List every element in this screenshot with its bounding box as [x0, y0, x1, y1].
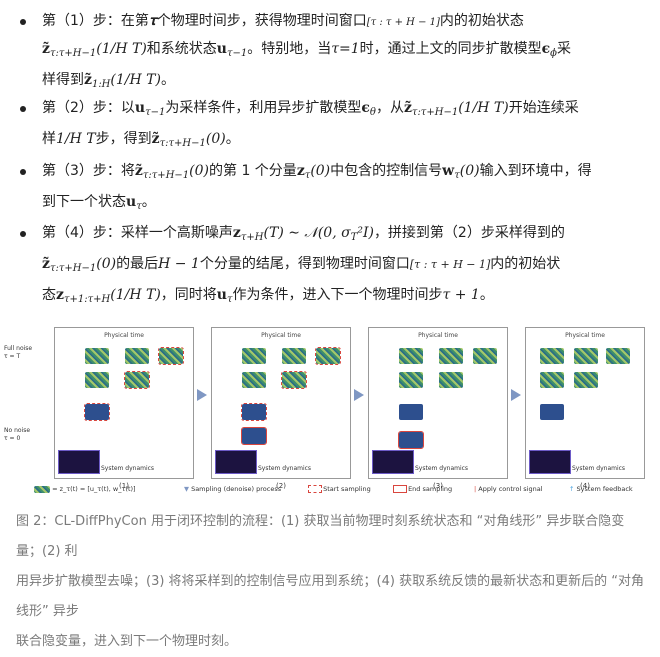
- legend-end: End sampling: [393, 485, 452, 493]
- system-dynamics-image: [215, 450, 257, 474]
- legend-apply: | Apply control signal: [474, 485, 543, 493]
- latent-cell: [124, 371, 150, 389]
- latent-cell: [540, 404, 564, 420]
- latent-cell: [158, 347, 184, 365]
- legend-feedback: ↑ System feedback: [569, 485, 633, 493]
- latent-cell: [241, 427, 267, 445]
- step-1-line-3: 样得到z̃1:H(1/H T)。: [42, 72, 175, 90]
- control-signal-icon: |: [474, 485, 477, 493]
- system-dynamics-image: [58, 450, 100, 474]
- step-3-text: 第（3）步：将z̃τ:τ+H−1(0)的第 1 个分量zτ(0)中包含的控制信号…: [42, 158, 650, 220]
- latent-cell: [439, 372, 463, 388]
- panel-2: Physical time System dynamics (2): [211, 327, 351, 490]
- latent-cell: [398, 431, 424, 449]
- next-arrow-icon: [354, 389, 364, 401]
- system-dynamics-image: [372, 450, 414, 474]
- step-2-line-2: 样1/H T步，得到z̃τ:τ+H−1(0)。: [42, 131, 240, 149]
- legend-sampling: ▼ Sampling (denoise) process: [184, 485, 282, 493]
- next-arrow-icon: [197, 389, 207, 401]
- latent-cell: [399, 348, 423, 364]
- step-4-line-1: 第（4）步：采样一个高斯噪声zτ+H(T) ∼ 𝒩(0, σT²I)，拼接到第（…: [42, 225, 565, 243]
- latent-cell: [315, 347, 341, 365]
- process-figure: Full noise τ = T No noise τ = 0 Physical…: [4, 327, 645, 502]
- system-dynamics-image: [529, 450, 571, 474]
- latent-cell: [85, 372, 109, 388]
- step-4-line-2: z̃τ:τ+H−1(0)的最后H − 1个分量的结尾，得到物理时间窗口[τ : …: [42, 256, 561, 274]
- panel-3: Physical time System dynamics (3): [368, 327, 508, 490]
- step-2: 第（2）步：以uτ−1为采样条件，利用异步扩散模型ϵθ，从z̃τ:τ+H−1(1…: [20, 95, 650, 157]
- down-arrow-icon: ▼: [184, 485, 189, 493]
- step-1-text: 第（1）步：在第𝛕个物理时间步，获得物理时间窗口[τ : τ + H − 1]内…: [42, 8, 650, 98]
- latent-cell: [282, 348, 306, 364]
- figure-legend: = z_τ(t) = [u_τ(t), w_τ(t)] ▼ Sampling (…: [34, 485, 644, 497]
- latent-cell: [574, 372, 598, 388]
- bullet-icon: [20, 106, 26, 112]
- latent-cell: [606, 348, 630, 364]
- latent-cell: [540, 348, 564, 364]
- step-2-line-1: 第（2）步：以uτ−1为采样条件，利用异步扩散模型ϵθ，从z̃τ:τ+H−1(1…: [42, 100, 579, 118]
- latent-cell: [85, 348, 109, 364]
- step-4-line-3: 态zτ+1:τ+H(1/H T)，同时将uτ作为条件，进入下一个物理时间步τ +…: [42, 287, 494, 305]
- step-4-text: 第（4）步：采样一个高斯噪声zτ+H(T) ∼ 𝒩(0, σT²I)，拼接到第（…: [42, 220, 650, 313]
- latent-cell: [473, 348, 497, 364]
- latent-cell: [281, 371, 307, 389]
- figure-caption: 图 2：CL-DiffPhyCon 用于闭环控制的流程：(1) 获取当前物理时刻…: [16, 514, 644, 649]
- step-2-text: 第（2）步：以uτ−1为采样条件，利用异步扩散模型ϵθ，从z̃τ:τ+H−1(1…: [42, 95, 650, 157]
- bullet-icon: [20, 169, 26, 175]
- step-3-line-1: 第（3）步：将z̃τ:τ+H−1(0)的第 1 个分量zτ(0)中包含的控制信号…: [42, 163, 592, 181]
- step-4: 第（4）步：采样一个高斯噪声zτ+H(T) ∼ 𝒩(0, σT²I)，拼接到第（…: [20, 220, 650, 313]
- latent-cell: [574, 348, 598, 364]
- bullet-icon: [20, 231, 26, 237]
- bullet-icon: [20, 19, 26, 25]
- latent-cell: [84, 403, 110, 421]
- legend-zdef: = z_τ(t) = [u_τ(t), w_τ(t)]: [34, 485, 136, 493]
- step-3: 第（3）步：将z̃τ:τ+H−1(0)的第 1 个分量zτ(0)中包含的控制信号…: [20, 158, 650, 220]
- feedback-arrow-icon: ↑: [569, 485, 575, 493]
- latent-cell: [399, 372, 423, 388]
- step-1-line-1: 第（1）步：在第𝛕个物理时间步，获得物理时间窗口[τ : τ + H − 1]内…: [42, 13, 524, 29]
- panel-4: Physical time System dynamics (4): [525, 327, 645, 490]
- latent-cell: [242, 348, 266, 364]
- latent-cell: [241, 403, 267, 421]
- step-1-line-2: z̃τ:τ+H−1(1/H T)和系统状态uτ−1。特别地，当τ=1时，通过上文…: [42, 41, 571, 59]
- latent-cell: [399, 404, 423, 420]
- no-noise-label: No noise τ = 0: [4, 427, 31, 442]
- latent-cell: [439, 348, 463, 364]
- latent-cell: [242, 372, 266, 388]
- full-noise-label: Full noise τ = T: [4, 345, 33, 360]
- latent-cell: [540, 372, 564, 388]
- step-1: 第（1）步：在第𝛕个物理时间步，获得物理时间窗口[τ : τ + H − 1]内…: [20, 8, 650, 98]
- legend-start: Start sampling: [308, 485, 371, 493]
- next-arrow-icon: [511, 389, 521, 401]
- latent-cell: [125, 348, 149, 364]
- panel-1: Physical time System dynamics (1): [54, 327, 194, 490]
- step-3-line-2: 到下一个状态uτ。: [42, 194, 156, 212]
